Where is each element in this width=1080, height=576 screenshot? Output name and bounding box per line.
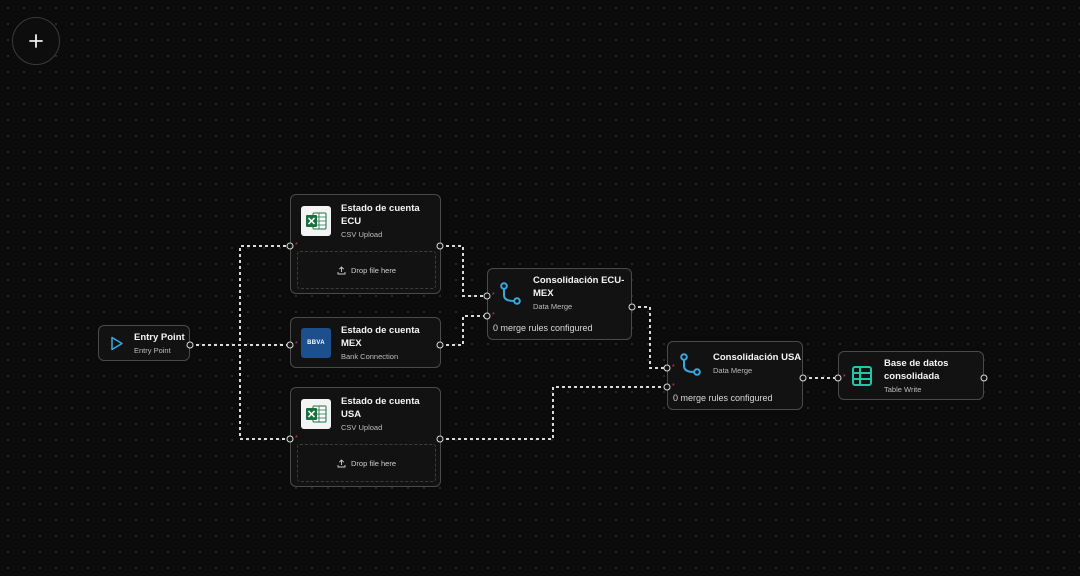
merge2-input-b-handle[interactable] <box>663 383 671 391</box>
required-marker: * <box>492 292 495 299</box>
node-subtitle: Data Merge <box>713 366 753 375</box>
ecu-output-handle[interactable] <box>436 242 444 250</box>
node-subtitle: CSV Upload <box>341 423 383 432</box>
required-marker: * <box>672 364 675 371</box>
merge1-output-handle[interactable] <box>628 303 636 311</box>
add-node-button[interactable] <box>12 17 60 65</box>
node-subtitle: Table Write <box>884 385 922 394</box>
ecu-input-handle[interactable] <box>286 242 294 250</box>
node-consolidacion-usa[interactable]: Consolidación USA Data Merge 0 merge rul… <box>667 341 803 410</box>
node-title: Base de datos consolidada <box>884 358 949 382</box>
usa-input-handle[interactable] <box>286 435 294 443</box>
edge-mex-merge1 <box>440 315 487 346</box>
usa-output-handle[interactable] <box>436 435 444 443</box>
dropzone-label: Drop file here <box>350 458 397 468</box>
plus-icon <box>29 34 43 48</box>
excel-icon <box>301 206 331 236</box>
edge-merge1-merge2 <box>632 306 667 369</box>
merge-rules-status: 0 merge rules configured <box>493 323 593 333</box>
table-icon <box>852 366 872 386</box>
mex-output-handle[interactable] <box>436 341 444 349</box>
node-estado-ecu[interactable]: Estado de cuenta ECU CSV Upload Drop fil… <box>290 194 441 294</box>
edge-ecu-merge1 <box>440 245 487 297</box>
play-icon <box>111 336 123 351</box>
excel-icon <box>301 399 331 429</box>
required-marker: * <box>295 242 298 249</box>
node-title: Estado de cuenta MEX <box>341 325 420 349</box>
required-marker: * <box>843 374 846 381</box>
node-subtitle: Data Merge <box>533 302 573 311</box>
node-title: Estado de cuenta USA <box>341 396 420 420</box>
merge-rules-status: 0 merge rules configured <box>673 393 773 403</box>
node-subtitle: Entry Point <box>134 346 171 355</box>
node-title: Consolidación ECU-MEX <box>533 275 625 299</box>
edge-entry-usa <box>190 344 289 440</box>
node-entry-point[interactable]: Entry Point Entry Point <box>98 325 190 361</box>
bbva-logo: BBVA <box>301 328 331 358</box>
table-input-handle[interactable] <box>834 374 842 382</box>
required-marker: * <box>672 383 675 390</box>
entry-output-handle[interactable] <box>186 341 194 349</box>
required-marker: * <box>295 341 298 348</box>
node-estado-usa[interactable]: Estado de cuenta USA CSV Upload Drop fil… <box>290 387 441 487</box>
bbva-logo-text: BBVA <box>307 340 325 346</box>
file-dropzone[interactable]: Drop file here <box>297 444 436 482</box>
edge-entry-ecu <box>190 245 289 346</box>
merge1-input-b-handle[interactable] <box>483 312 491 320</box>
required-marker: * <box>295 435 298 442</box>
node-subtitle: CSV Upload <box>341 230 383 239</box>
merge-icon <box>680 353 701 376</box>
upload-icon <box>337 458 346 467</box>
node-title: Estado de cuenta ECU <box>341 203 420 227</box>
merge1-input-a-handle[interactable] <box>483 292 491 300</box>
merge2-output-handle[interactable] <box>799 374 807 382</box>
required-marker: * <box>492 312 495 319</box>
merge2-input-a-handle[interactable] <box>663 364 671 372</box>
node-consolidacion-ecu-mex[interactable]: Consolidación ECU-MEX Data Merge 0 merge… <box>487 268 632 340</box>
file-dropzone[interactable]: Drop file here <box>297 251 436 289</box>
mex-input-handle[interactable] <box>286 341 294 349</box>
node-title: Entry Point <box>134 332 185 343</box>
upload-icon <box>337 265 346 274</box>
dropzone-label: Drop file here <box>350 265 397 275</box>
edge-usa-merge2 <box>440 386 667 440</box>
node-subtitle: Bank Connection <box>341 352 399 361</box>
table-output-handle[interactable] <box>980 374 988 382</box>
merge-icon <box>500 282 521 305</box>
node-title: Consolidación USA <box>713 352 802 363</box>
node-base-de-datos[interactable]: Base de datos consolidada Table Write <box>838 351 984 400</box>
node-estado-mex[interactable]: BBVA Estado de cuenta MEX Bank Connectio… <box>290 317 441 368</box>
